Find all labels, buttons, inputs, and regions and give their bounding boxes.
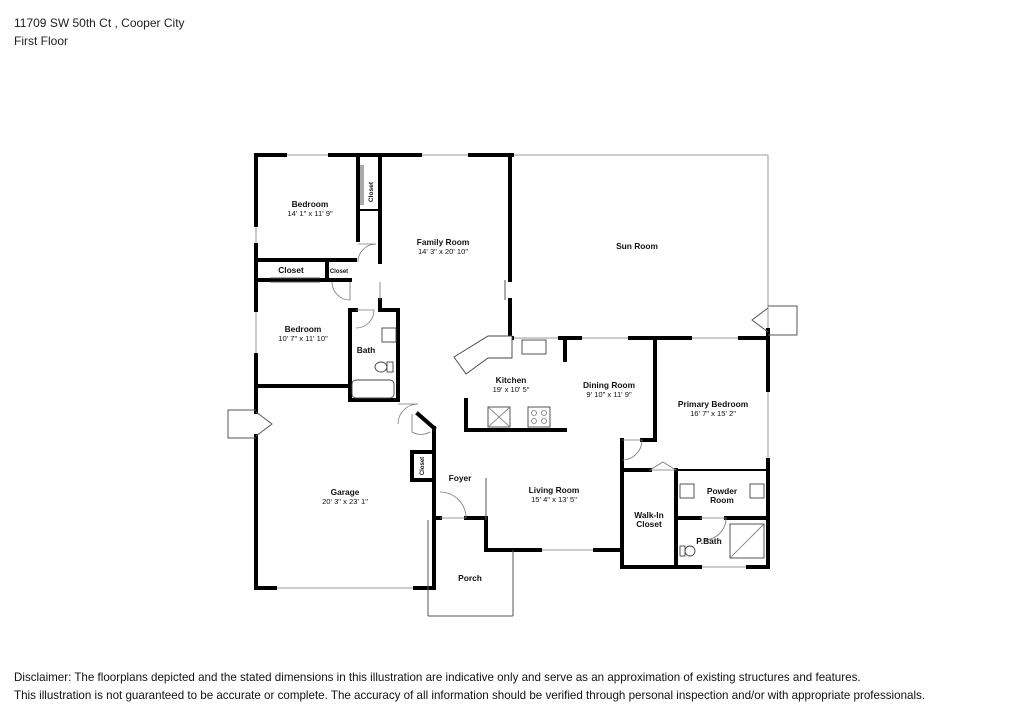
powder-sink-right-icon: [749, 483, 765, 499]
stove-icon: [527, 406, 551, 428]
powder-room-name-2: Room: [710, 495, 734, 505]
closet2-name: Closet: [278, 265, 304, 275]
bath-name: Bath: [357, 345, 376, 355]
kitchen-dims: 19' x 10' 5": [493, 385, 530, 394]
pbath-toilet-tank-icon: [679, 545, 686, 557]
foyer-name: Foyer: [449, 473, 473, 483]
floor-label: First Floor: [14, 34, 68, 48]
living-room-name: Living Room: [529, 485, 580, 495]
kitchen-counter: [453, 335, 513, 375]
closet4-name: Closet: [420, 457, 426, 475]
room-labels: Bedroom 14' 1" x 11' 9" Closet Family Ro…: [278, 181, 748, 583]
garage-dims: 20' 3" x 23' 1": [322, 497, 368, 506]
pbath-toilet-icon: [684, 545, 696, 557]
closet1-name: Closet: [368, 181, 375, 202]
family-room-name: Family Room: [417, 237, 470, 247]
kitchen-sink-icon: [521, 339, 547, 355]
bedroom2-dims: 10' 7" x 11' 10": [278, 334, 328, 343]
dining-room-dims: 9' 10" x 11' 9": [586, 390, 632, 399]
toilet-tank-icon: [386, 361, 394, 373]
toilet-icon: [374, 361, 388, 373]
pbath-name: P.Bath: [696, 536, 721, 546]
bedroom1-dims: 14' 1" x 11' 9": [287, 209, 333, 218]
disclaimer-line-2: This illustration is not guaranteed to b…: [14, 689, 926, 702]
bathtub-icon: [351, 379, 395, 399]
living-room-dims: 15' 4" x 13' 5": [531, 495, 577, 504]
disclaimer-line-1: Disclaimer: The floorplans depicted and …: [14, 671, 861, 684]
powder-sink-left-icon: [679, 483, 695, 499]
closet3-name: Closet: [330, 269, 348, 275]
garage-name: Garage: [331, 487, 360, 497]
door-swings: [331, 243, 727, 541]
powder-room-name-1: Powder: [707, 486, 738, 496]
walls: [254, 153, 770, 590]
primary-bedroom-name: Primary Bedroom: [678, 399, 748, 409]
windows: [255, 154, 769, 589]
fixtures: [351, 327, 765, 559]
family-room-dims: 14' 3" x 20' 10": [418, 247, 468, 256]
thin-lines: [227, 165, 798, 617]
primary-bedroom-dims: 16' 7" x 15' 2": [690, 409, 736, 418]
sun-room-name: Sun Room: [616, 241, 658, 251]
kitchen-name: Kitchen: [496, 375, 527, 385]
porch-name: Porch: [458, 573, 482, 583]
bedroom1-name: Bedroom: [292, 199, 329, 209]
walk-in-closet-name-1: Walk-In: [634, 510, 663, 520]
dining-room-name: Dining Room: [583, 380, 635, 390]
property-address: 11709 SW 50th Ct , Cooper City: [14, 16, 185, 30]
walk-in-closet-name-2: Closet: [636, 519, 662, 529]
bedroom2-name: Bedroom: [285, 324, 322, 334]
bath-sink-icon: [381, 327, 397, 343]
